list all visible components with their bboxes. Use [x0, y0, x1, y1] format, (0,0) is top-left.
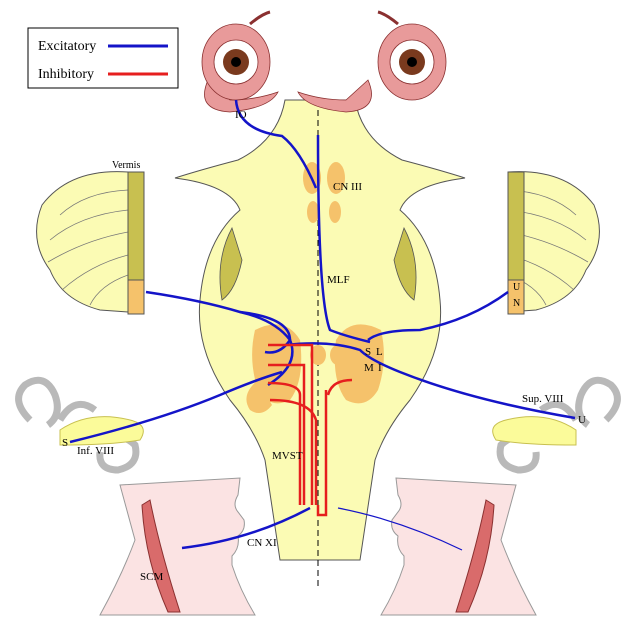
label-cerebellum-u: U — [513, 282, 521, 293]
label-cn11: CN XI — [247, 537, 277, 549]
label-inf-viii: Inf. VIII — [77, 445, 114, 457]
legend-inhibitory-label: Inhibitory — [38, 67, 94, 82]
label-cerebellum-n: N — [513, 298, 520, 309]
label-nucleus-s: S — [365, 346, 371, 358]
right-neck — [381, 478, 536, 615]
label-sup-viii: Sup. VIII — [522, 393, 564, 405]
label-nucleus-i: I — [378, 362, 382, 374]
left-neck — [100, 478, 255, 615]
right-eye — [298, 12, 446, 112]
left-cerebellum — [37, 172, 144, 314]
label-left-ear-s: S — [62, 437, 68, 449]
label-nucleus-l: L — [376, 346, 383, 358]
label-nucleus-m: M — [364, 362, 374, 374]
label-mvst: MVST — [272, 450, 303, 462]
label-mlf: MLF — [327, 274, 350, 286]
legend-excitatory-label: Excitatory — [38, 39, 96, 54]
right-cerebellum — [508, 172, 599, 314]
label-cn3: CN III — [333, 181, 362, 193]
label-right-ear-u: U — [578, 414, 586, 426]
label-vermis: Vermis — [112, 160, 140, 171]
legend: Excitatory Inhibitory — [28, 28, 178, 88]
left-eye — [202, 12, 278, 112]
label-io: IO — [235, 109, 247, 121]
label-scm: SCM — [140, 571, 163, 583]
